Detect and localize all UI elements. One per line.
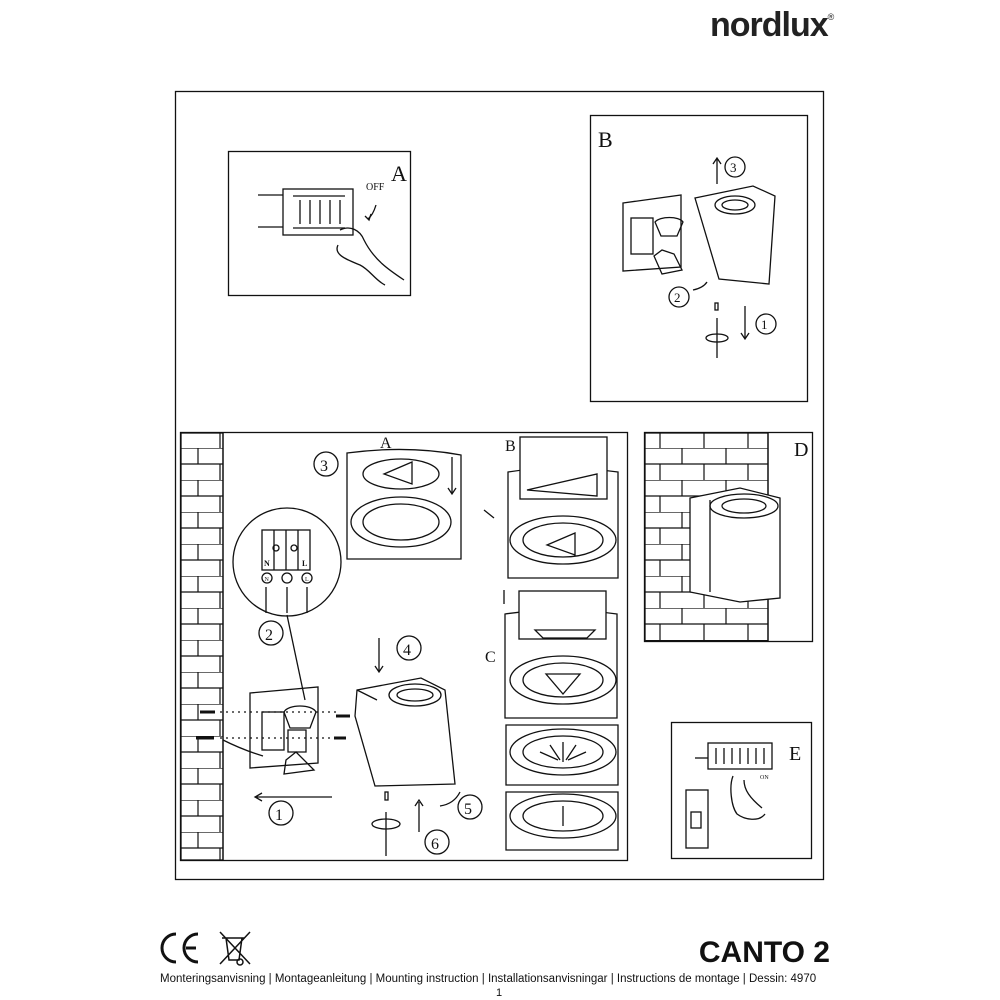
main-step-1: 1 — [275, 807, 283, 824]
panel-b-label: B — [598, 127, 613, 152]
main-step-6: 6 — [431, 836, 439, 853]
panel-d: D — [643, 431, 814, 643]
step-3-label: 3 — [730, 160, 737, 175]
panel-a-label: A — [391, 161, 407, 186]
product-title: CANTO 2 — [698, 936, 830, 969]
terminal-n: N — [264, 559, 270, 568]
wire-l: L — [305, 577, 309, 583]
brand-logo: nordlux® — [710, 6, 835, 45]
main-step-3: 3 — [320, 458, 328, 475]
step-1-label: 1 — [761, 317, 768, 332]
terminal-l: L — [302, 559, 307, 568]
panel-e: E ON — [670, 721, 813, 860]
panel-d-label: D — [794, 439, 808, 461]
sub-label-b: B — [505, 438, 516, 455]
panel-main: N L N L 2 1 4 5 6 A 3 — [179, 431, 629, 862]
footer-caption: Monteringsanvisning | Montageanleitung |… — [160, 973, 817, 985]
panel-e-label: E — [789, 743, 801, 765]
ce-weee-icon — [160, 931, 251, 966]
main-step-2: 2 — [265, 627, 273, 644]
outer-frame — [174, 90, 825, 881]
panel-a: A OFF — [227, 150, 412, 297]
sub-label-a: A — [380, 435, 392, 452]
brand-name: nordlux — [710, 6, 829, 44]
panel-b: B 3 2 1 — [589, 114, 809, 403]
step-2-label: 2 — [674, 290, 681, 305]
switch-off-label: OFF — [366, 182, 385, 193]
certification-marks — [160, 928, 255, 973]
wire-n: N — [265, 577, 270, 583]
registered-mark: ® — [827, 12, 835, 22]
main-step-5: 5 — [464, 801, 472, 818]
sub-label-c: C — [485, 649, 496, 666]
main-step-4: 4 — [403, 642, 411, 659]
page-number: 1 — [496, 987, 503, 999]
switch-on-label: ON — [760, 775, 769, 781]
